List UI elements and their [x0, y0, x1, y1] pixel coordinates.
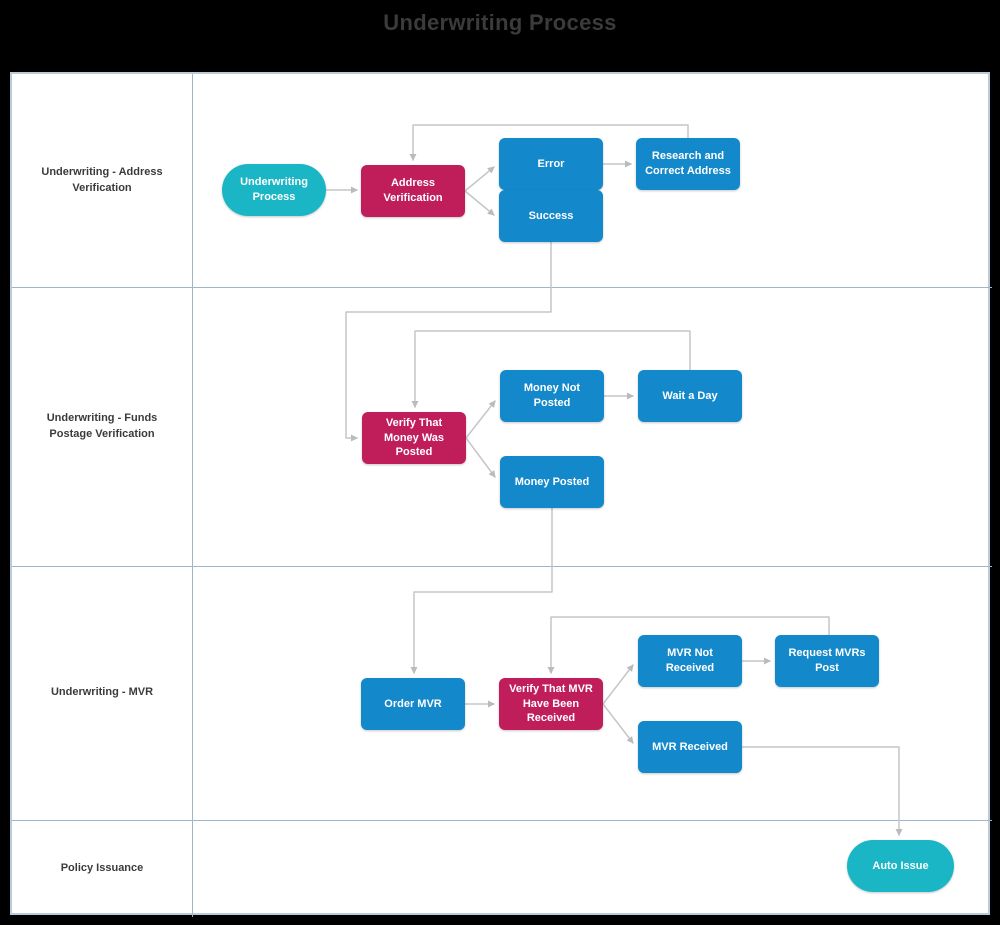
- node-money-posted[interactable]: Money Posted: [500, 456, 604, 508]
- node-verify-that-mvr-have-been-received[interactable]: Verify That MVR Have Been Received: [499, 678, 603, 730]
- node-money-not-posted[interactable]: Money Not Posted: [500, 370, 604, 422]
- node-order-mvr[interactable]: Order MVR: [361, 678, 465, 730]
- node-request-mvrs-post[interactable]: Request MVRs Post: [775, 635, 879, 687]
- lane-label-divider: [192, 74, 193, 917]
- lane-label-policy-issuance: Policy Issuance: [60, 861, 144, 874]
- node-research-and-correct-address[interactable]: Research and Correct Address: [636, 138, 740, 190]
- lane-label-address-verification: Underwriting - Address Verification: [41, 165, 163, 194]
- node-mvr-received[interactable]: MVR Received: [638, 721, 742, 773]
- lane-label-mvr: Underwriting - MVR: [50, 686, 154, 699]
- node-success[interactable]: Success: [499, 190, 603, 242]
- lane-divider-3: [12, 820, 992, 821]
- node-underwriting-process[interactable]: Underwriting Process: [222, 164, 326, 216]
- node-verify-that-money-was-posted[interactable]: Verify That Money Was Posted: [362, 412, 466, 464]
- lane-divider-1: [12, 287, 992, 288]
- node-wait-a-day[interactable]: Wait a Day: [638, 370, 742, 422]
- node-mvr-not-received[interactable]: MVR Not Received: [638, 635, 742, 687]
- node-auto-issue[interactable]: Auto Issue: [847, 840, 954, 892]
- lane-divider-2: [12, 566, 992, 567]
- page-title: Underwriting Process: [383, 10, 617, 35]
- node-error[interactable]: Error: [499, 138, 603, 190]
- swimlane-diagram: Underwriting - Address Verification Unde…: [10, 72, 992, 917]
- node-address-verification[interactable]: Address Verification: [361, 165, 465, 217]
- flow-connectors: [325, 124, 903, 836]
- lane-label-funds-postage-verification: Underwriting - Funds Postage Verificatio…: [46, 411, 158, 440]
